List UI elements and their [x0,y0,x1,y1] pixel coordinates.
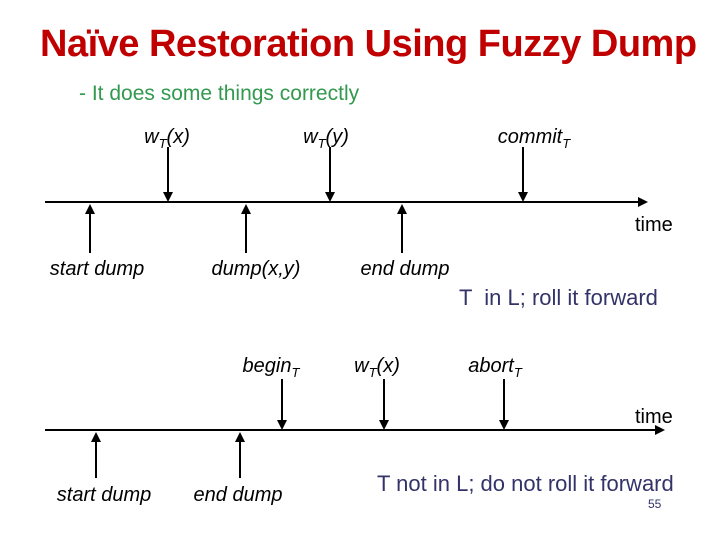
event-arrow-line [383,379,385,420]
event-label-text: commit [497,126,563,148]
event-label-text: abort [468,355,514,377]
time-axis-label: time [635,214,673,236]
event-arrow-line [239,441,241,478]
event-label: dump(x,y) [212,258,301,280]
event-arrow-line [503,379,505,420]
page-number: 55 [648,497,662,511]
event-label: end dump [361,258,450,280]
event-label-subscript: T [158,136,167,151]
event-arrow-line [89,213,91,253]
event-label-text: (x) [166,126,190,148]
time-axis-label: time [635,406,673,428]
event-label-text: (y) [325,126,349,148]
event-arrow-line [329,147,331,192]
event-label: start dump [50,258,144,280]
arrowhead-down [379,420,389,430]
event-label-subscript: T [562,136,571,151]
event-label-subscript: T [513,365,522,380]
bullet-item: - It does some things correctly [79,82,360,105]
axis-arrowhead-right [655,425,665,435]
arrowhead-up [85,204,95,214]
event-label: wT(x) [354,355,400,380]
event-label-text: end dump [360,258,450,280]
event-arrow-line [401,213,403,253]
arrowhead-up [91,432,101,442]
event-label-text: w [354,355,369,377]
event-label-text: w [144,126,159,148]
event-label-text: dump(x,y) [211,258,301,280]
event-label-text: start dump [56,484,152,506]
event-arrow-line [281,379,283,420]
event-label: end dump [194,484,283,506]
event-label: commitT [497,126,571,151]
event-label-subscript: T [368,365,377,380]
slide-title: Naïve Restoration Using Fuzzy Dump [40,23,697,65]
arrowhead-down [499,420,509,430]
arrowhead-down [277,420,287,430]
event-label-text: end dump [193,484,283,506]
annotation-do-not-roll-forward: T not in L; do not roll it forward [377,471,674,496]
event-label: beginT [242,355,300,380]
arrowhead-down [325,192,335,202]
event-label: wT(x) [144,126,190,151]
axis-arrowhead-right [638,197,648,207]
event-label-text: begin [242,355,292,377]
event-label-text: (x) [376,355,400,377]
event-arrow-line [167,147,169,192]
arrowhead-down [518,192,528,202]
arrowhead-down [163,192,173,202]
annotation-roll-forward: T in L; roll it forward [459,285,658,310]
event-arrow-line [245,213,247,253]
event-label-text: w [303,126,318,148]
event-label: start dump [57,484,151,506]
committed-transaction-timeline-axis [45,201,639,203]
event-label-subscript: T [291,365,300,380]
event-label-subscript: T [317,136,326,151]
event-label: abortT [468,355,522,380]
event-arrow-line [522,147,524,192]
aborted-transaction-timeline-axis [45,429,656,431]
arrowhead-up [235,432,245,442]
event-label: wT(y) [303,126,349,151]
arrowhead-up [241,204,251,214]
arrowhead-up [397,204,407,214]
event-label-text: start dump [49,258,145,280]
event-arrow-line [95,441,97,478]
